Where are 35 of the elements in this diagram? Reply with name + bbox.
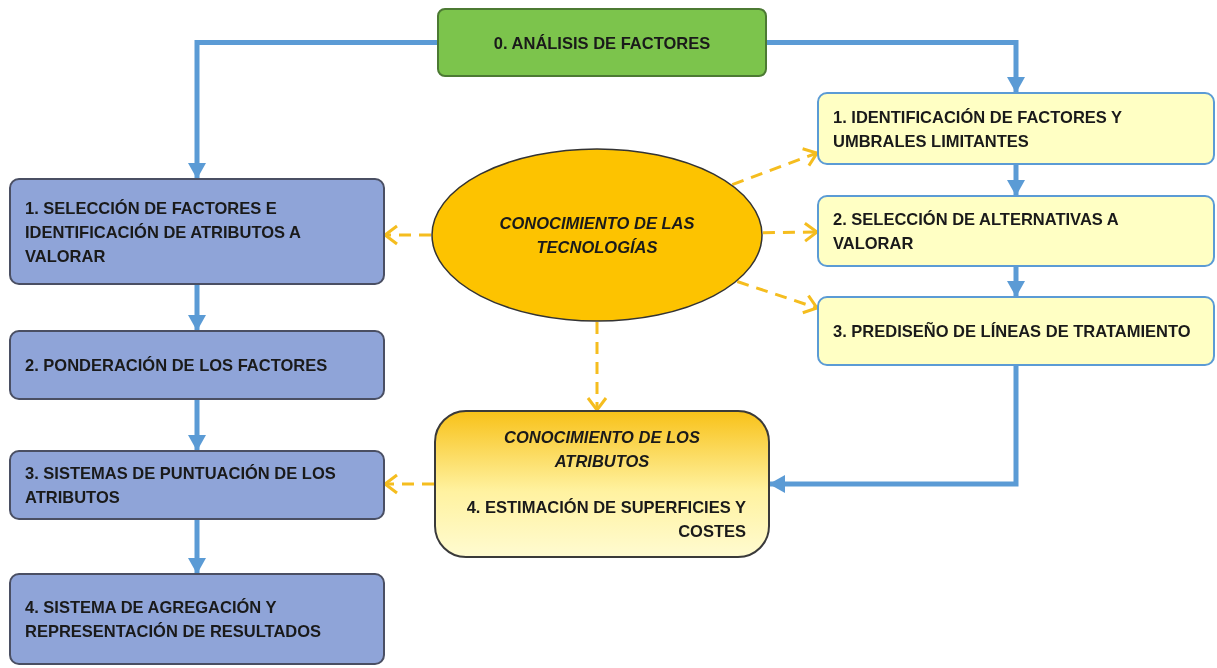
box-label: 1. IDENTIFICACIÓN DE FACTORES Y UMBRALES LIMITANTES (833, 106, 1123, 152)
ellipse-label: CONOCIMIENTO DE LOS ATRIBUTOS (503, 427, 701, 472)
arrow (383, 224, 431, 246)
process-box (9, 573, 385, 665)
process-box (817, 92, 1215, 165)
process-box (9, 450, 385, 520)
arrow (762, 221, 819, 243)
arrow (188, 520, 206, 574)
arrow (188, 40, 437, 179)
box-label: 1. SELECCIÓN DE FACTORES E IDENTIFICACIÓN DE ATRIBUTOS A VALORAR (25, 197, 302, 267)
arrow (767, 40, 1025, 93)
arrow (188, 400, 206, 451)
box-label: 0. ANÁLISIS DE FACTORES (493, 32, 711, 54)
arrow (731, 147, 819, 186)
process-box (9, 330, 385, 400)
arrow (769, 366, 1019, 493)
process-box (817, 296, 1215, 366)
box-label: 2. PONDERACIÓN DE LOS FACTORES (25, 355, 329, 376)
arrow (586, 322, 608, 412)
ellipse-label: CONOCIMIENTO DE LAS TECNOLOGÍAS (498, 213, 696, 258)
process-box (9, 178, 385, 285)
arrow (1007, 267, 1025, 297)
start-box (437, 8, 767, 77)
process-box (817, 195, 1215, 267)
arrow (1007, 165, 1025, 196)
box-label: 3. SISTEMAS DE PUNTUACIÓN DE LOS ATRIBUTOS (25, 463, 337, 508)
knowledge-ellipse (431, 148, 763, 322)
arrow (383, 473, 434, 495)
arrow (188, 285, 206, 331)
box-label: 4. SISTEMA DE AGREGACIÓN Y REPRESENTACIÓN DE RESULTADOS (25, 597, 323, 642)
box-label: 4. ESTIMACIÓN DE SUPERFICIES Y COSTES (465, 497, 747, 542)
knowledge-box (434, 410, 770, 558)
box-label: 3. PREDISEÑO DE LÍNEAS DE TRATAMIENTO (833, 321, 1192, 342)
arrow (736, 280, 819, 315)
box-label: 2. SELECCIÓN DE ALTERNATIVAS A VALORAR (833, 209, 1120, 254)
